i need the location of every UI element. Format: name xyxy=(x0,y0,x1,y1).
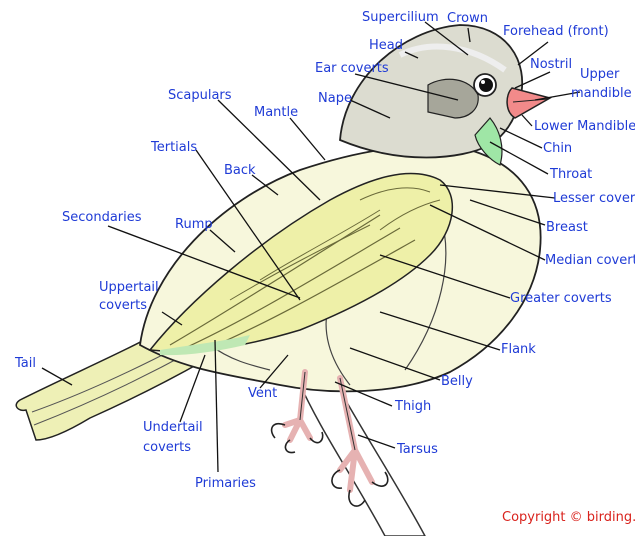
label-undertail-coverts-line2: coverts xyxy=(143,440,191,455)
label-rump: Rump xyxy=(175,217,213,232)
label-upper-mandible-line1: Upper xyxy=(580,67,619,82)
label-lower-mandible: Lower Mandible xyxy=(534,119,635,134)
label-vent: Vent xyxy=(248,386,277,401)
label-crown: Crown xyxy=(447,11,488,26)
label-greater-coverts: Greater coverts xyxy=(510,291,612,306)
label-thigh: Thigh xyxy=(395,399,431,414)
beak xyxy=(507,88,550,118)
label-nostril: Nostril xyxy=(530,57,572,72)
copyright-notice: Copyright © birding.in xyxy=(502,510,635,525)
label-forehead: Forehead (front) xyxy=(503,24,609,39)
label-back: Back xyxy=(224,163,256,178)
label-secondaries: Secondaries xyxy=(62,210,142,225)
label-belly: Belly xyxy=(441,374,473,389)
label-mantle: Mantle xyxy=(254,105,298,120)
label-head: Head xyxy=(369,38,403,53)
label-undertail-coverts-line1: Undertail xyxy=(143,420,203,435)
label-ear-coverts: Ear coverts xyxy=(315,61,389,76)
label-tarsus: Tarsus xyxy=(397,442,438,457)
label-primaries: Primaries xyxy=(195,476,256,491)
label-breast: Breast xyxy=(546,220,588,235)
label-throat: Throat xyxy=(550,167,592,182)
label-tertials: Tertials xyxy=(151,140,197,155)
label-flank: Flank xyxy=(501,342,536,357)
label-uppertail-coverts-line2: coverts xyxy=(99,298,147,313)
label-nape: Nape xyxy=(318,91,352,106)
label-supercilium: Supercilium xyxy=(362,10,439,25)
label-scapulars: Scapulars xyxy=(168,88,232,103)
label-chin: Chin xyxy=(543,141,572,156)
label-tail: Tail xyxy=(15,356,36,371)
label-upper-mandible-line2: mandible xyxy=(571,86,632,101)
label-uppertail-coverts-line1: Uppertail xyxy=(99,280,159,295)
label-median-coverts: Median coverts xyxy=(545,253,635,268)
label-lesser-coverts: Lesser coverts xyxy=(553,191,635,206)
